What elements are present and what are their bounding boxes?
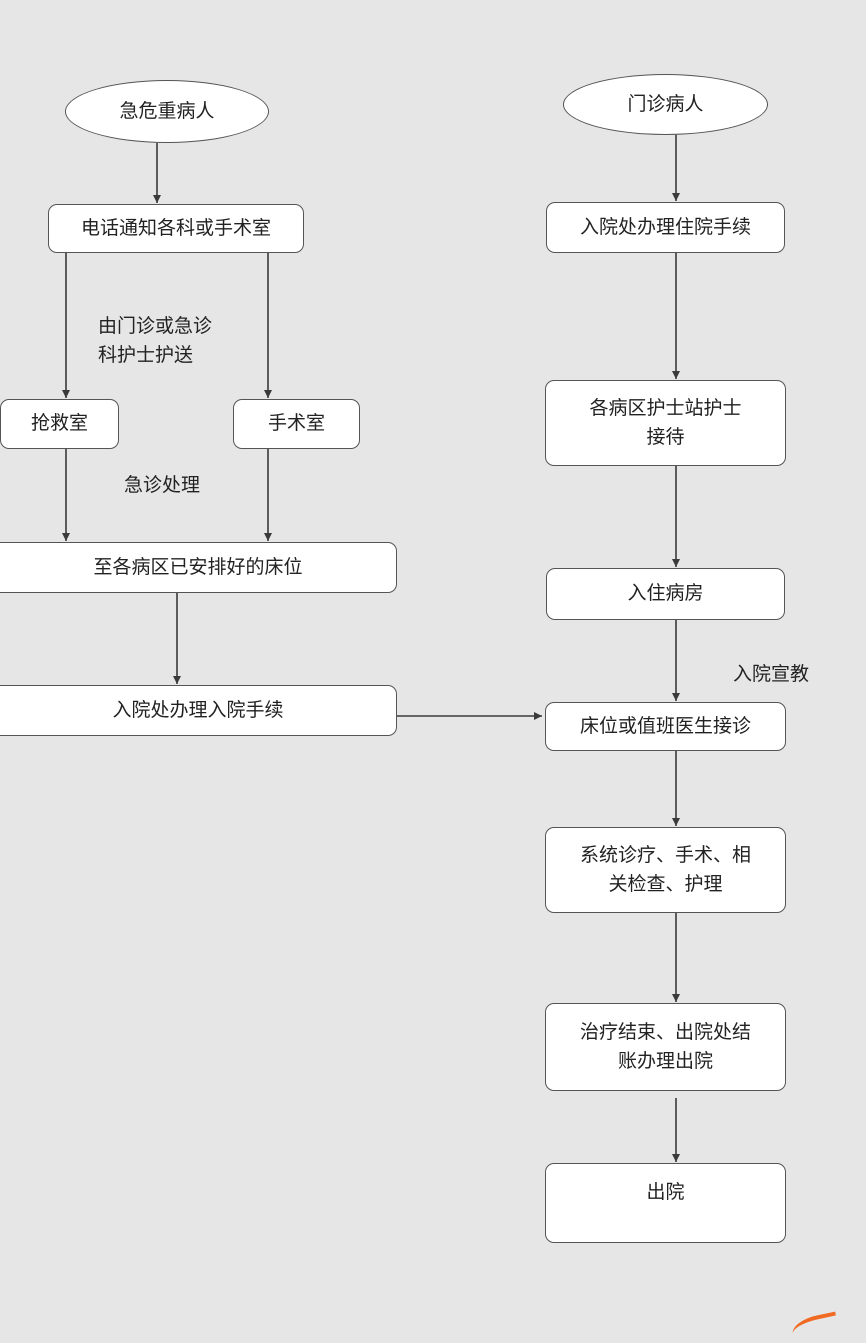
ward-node: 入住病房 — [546, 568, 785, 620]
rescue-room-node: 抢救室 — [0, 399, 119, 449]
critical-patient-node: 急危重病人 — [65, 80, 269, 143]
treatment-node: 系统诊疗、手术、相 关检查、护理 — [545, 827, 786, 913]
discharge-process-node: 治疗结束、出院处结 账办理出院 — [545, 1003, 786, 1091]
emergency-treatment-label: 急诊处理 — [124, 474, 201, 496]
nurse-station-node: 各病区护士站护士 接待 — [545, 380, 786, 466]
notify-departments-node: 电话通知各科或手术室 — [48, 204, 304, 253]
escort-label: 由门诊或急诊 科护士护送 — [98, 315, 213, 367]
discharge-node: 出院 — [545, 1163, 786, 1243]
doctor-reception-node: 床位或值班医生接诊 — [545, 702, 786, 751]
outpatient-node: 门诊病人 — [563, 74, 768, 135]
left-admission-node: 入院处办理入院手续 — [0, 685, 397, 736]
operating-room-node: 手术室 — [233, 399, 360, 449]
admission-education-label: 入院宣教 — [733, 663, 810, 685]
right-admission-node: 入院处办理住院手续 — [546, 202, 785, 253]
ward-bed-node: 至各病区已安排好的床位 — [0, 542, 397, 593]
